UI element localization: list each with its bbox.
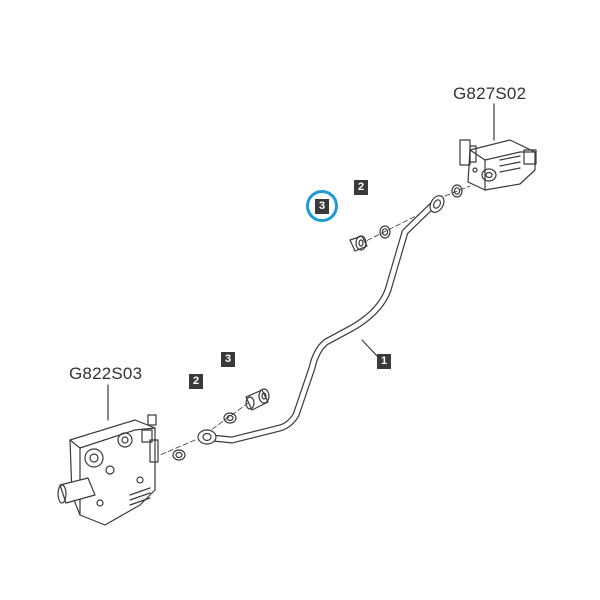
callout-washer-lower[interactable]: 2	[189, 374, 203, 389]
lower-valve-reference: G822S03	[69, 364, 143, 383]
lower-valve-block	[57, 414, 159, 526]
highlight-ring	[306, 190, 338, 222]
washer-lower-b	[172, 449, 186, 461]
upper-valve-reference: G827S02	[453, 84, 527, 103]
callout-bolt-lower[interactable]: 3	[221, 352, 235, 367]
washer-upper-b	[451, 184, 463, 198]
callout-bolt-upper[interactable]: 3	[315, 199, 329, 214]
assembly-axis-lines	[159, 185, 471, 456]
washer-upper-a	[379, 225, 391, 239]
bolt-lower	[245, 388, 270, 411]
bolt-upper	[349, 235, 368, 252]
callout-washer-upper[interactable]: 2	[354, 180, 368, 195]
hydraulic-pipe	[197, 195, 445, 445]
washer-lower-a	[223, 412, 237, 424]
callout-pipe[interactable]: 1	[377, 354, 391, 369]
leader-pipe	[361, 339, 379, 358]
upper-valve-block	[459, 139, 537, 191]
